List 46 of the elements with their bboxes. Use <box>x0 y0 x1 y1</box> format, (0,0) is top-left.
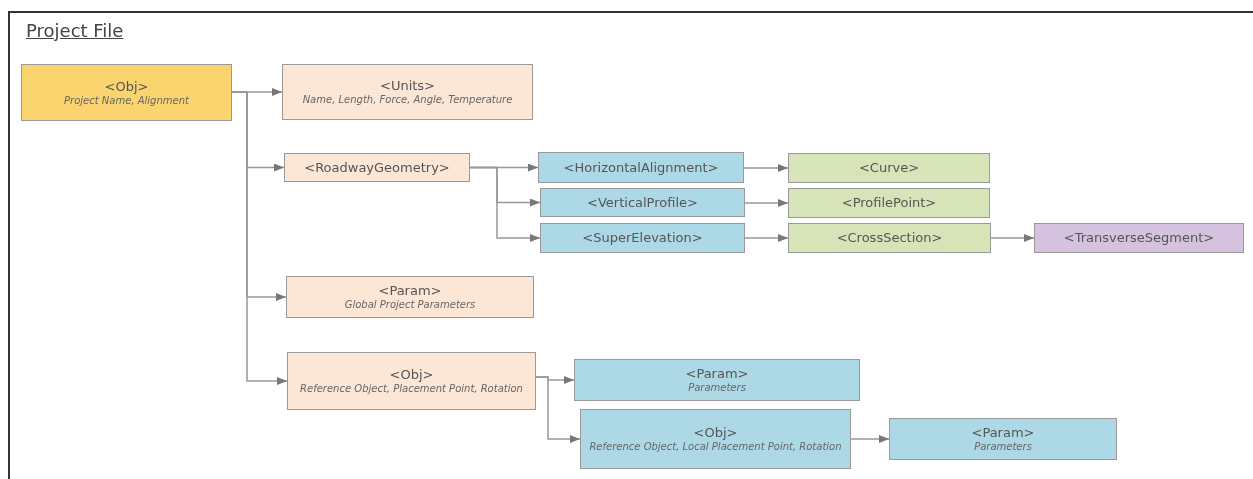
arrow <box>744 234 789 242</box>
element-box <box>580 409 851 469</box>
element-tag: <TransverseSegment> <box>1063 230 1215 246</box>
element-tag: <VerticalProfile> <box>587 194 698 211</box>
element-attributes: Name, Length, Force, Angle, Temperature <box>302 94 513 106</box>
element-box <box>889 418 1117 460</box>
element-box <box>788 153 990 183</box>
element-attributes: Parameters <box>688 382 746 394</box>
arrow <box>850 435 890 443</box>
element-box <box>1034 223 1244 253</box>
element-tag: <Param> <box>971 425 1035 441</box>
element-tag: <Curve> <box>858 160 920 176</box>
element-tag: <ProfilePoint> <box>841 195 937 211</box>
element-attributes: Project Name, Alignment <box>64 94 189 107</box>
arrow <box>469 166 541 242</box>
arrow <box>743 164 789 172</box>
element-box <box>788 188 990 218</box>
element-attributes: Reference Object, Placement Point, Rotation <box>300 383 523 395</box>
arrow <box>990 234 1035 242</box>
element-box <box>287 352 536 410</box>
element-attributes: Reference Object, Local Placement Point, Rotation <box>589 441 842 453</box>
arrow <box>535 376 581 443</box>
element-tag: <Obj> <box>693 425 738 441</box>
element-box <box>286 276 534 318</box>
element-box <box>282 64 533 120</box>
diagram-title: Project File <box>26 20 124 41</box>
element-tag: <Param> <box>378 283 442 299</box>
element-attributes: Parameters <box>974 441 1032 453</box>
element-tag: <Param> <box>685 366 749 382</box>
element-tag: <RoadwayGeometry> <box>304 159 450 176</box>
arrow <box>231 91 288 385</box>
element-tag: <Obj> <box>389 367 434 383</box>
element-box <box>788 223 991 253</box>
element-tag: <Units> <box>380 78 435 94</box>
arrow <box>744 199 789 207</box>
element-box <box>21 64 232 121</box>
element-box <box>574 359 860 401</box>
element-box <box>284 153 470 182</box>
element-tag: <CrossSection> <box>836 230 943 246</box>
element-tag: <HorizontalAlignment> <box>563 159 719 176</box>
element-box <box>538 152 744 183</box>
element-tag: <Obj> <box>104 78 149 95</box>
element-box <box>540 223 745 253</box>
element-attributes: Global Project Parameters <box>344 299 476 311</box>
element-box <box>540 188 745 217</box>
element-tag: <SuperElevation> <box>582 230 703 246</box>
